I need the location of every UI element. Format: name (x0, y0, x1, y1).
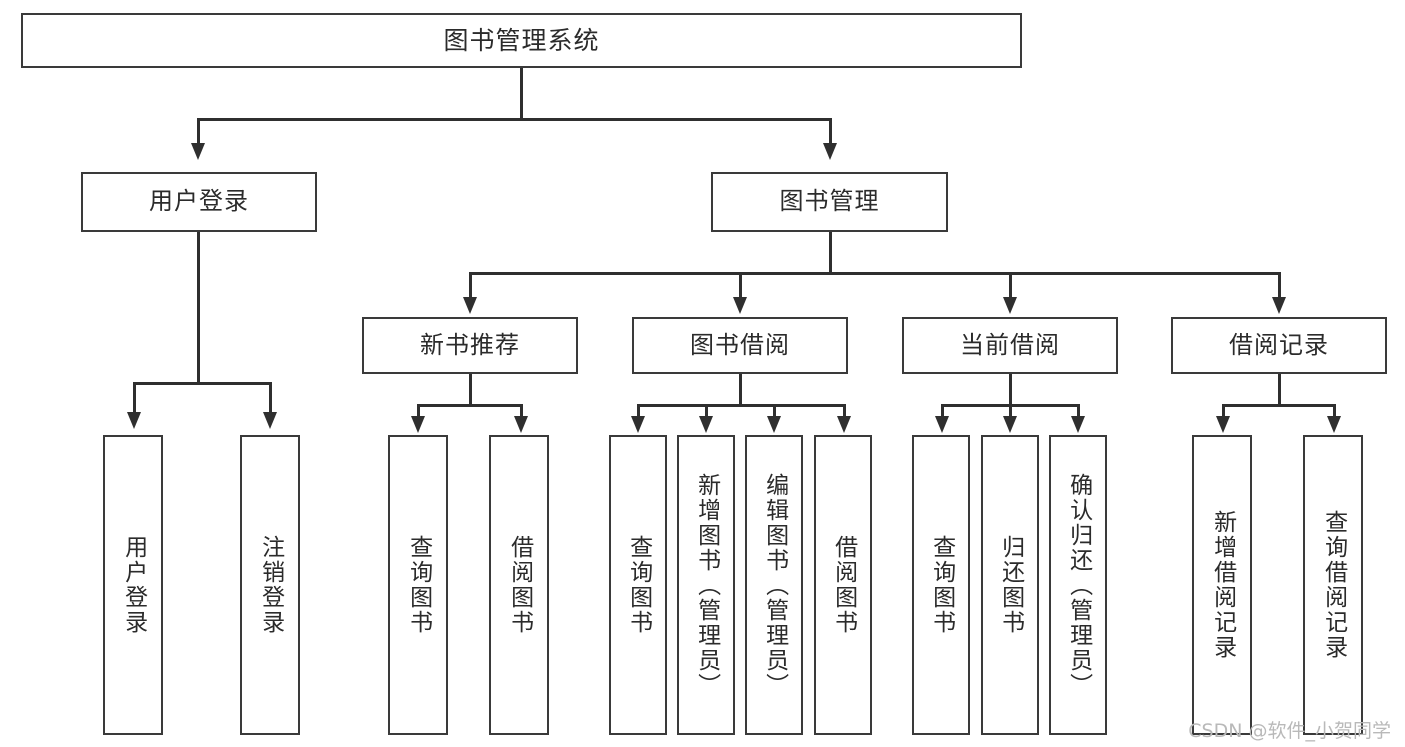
leaf-borrow-book-recommend[interactable]: 借阅图书 (489, 435, 549, 735)
arrow-current-to-leaf-2 (1003, 416, 1017, 433)
connector-recommend-to-leaf-1 (417, 404, 420, 418)
leaf-add-book-admin[interactable]: 新增图书（管理员） (677, 435, 735, 735)
arrow-recommend-to-leaf-2 (514, 416, 528, 433)
connector-recommend-stem (469, 374, 472, 406)
arrow-root-to-bookmgmt (823, 143, 837, 160)
arrow-record-to-leaf-1 (1216, 416, 1230, 433)
watermark-text: CSDN @软件_小贺同学 (1188, 720, 1391, 742)
node-label: 借阅图书 (506, 535, 533, 635)
arrow-login-to-leaf-2 (263, 412, 277, 429)
connector-bookmgmt-to-l3-3 (1009, 272, 1012, 299)
connector-recommend-bus (417, 404, 522, 407)
connector-record-to-leaf-1 (1222, 404, 1225, 418)
leaf-query-book-borrow[interactable]: 查询图书 (609, 435, 667, 735)
node-label: 新书推荐 (420, 330, 520, 359)
arrow-current-to-leaf-1 (935, 416, 949, 433)
connector-current-to-leaf-2 (1009, 404, 1012, 418)
arrow-borrow-to-leaf-1 (631, 416, 645, 433)
connector-root-bus (197, 118, 832, 121)
node-book-borrow[interactable]: 图书借阅 (632, 317, 848, 374)
arrow-current-to-leaf-3 (1071, 416, 1085, 433)
arrow-login-to-leaf-1 (127, 412, 141, 429)
leaf-query-book-recommend[interactable]: 查询图书 (388, 435, 448, 735)
node-borrow-record[interactable]: 借阅记录 (1171, 317, 1387, 374)
connector-bookmgmt-bus (469, 272, 1280, 275)
connector-borrow-to-leaf-2 (705, 404, 708, 418)
node-label: 当前借阅 (960, 330, 1060, 359)
leaf-edit-book-admin[interactable]: 编辑图书（管理员） (745, 435, 803, 735)
connector-bookmgmt-to-l3-2 (739, 272, 742, 299)
node-root-system[interactable]: 图书管理系统 (21, 13, 1022, 68)
connector-login-to-leaf-2 (269, 382, 272, 414)
node-label: 确认归还（管理员） (1065, 472, 1092, 698)
connector-bookmgmt-stem (829, 232, 832, 274)
node-label: 图书借阅 (690, 330, 790, 359)
leaf-borrow-book[interactable]: 借阅图书 (814, 435, 872, 735)
connector-login-to-leaf-1 (133, 382, 136, 414)
node-label: 图书管理系统 (443, 26, 600, 55)
leaf-add-borrow-record[interactable]: 新增借阅记录 (1192, 435, 1252, 735)
arrow-borrow-to-leaf-4 (837, 416, 851, 433)
node-label: 注销登录 (257, 535, 284, 635)
leaf-return-book[interactable]: 归还图书 (981, 435, 1039, 735)
node-book-management[interactable]: 图书管理 (711, 172, 948, 232)
leaf-confirm-return-admin[interactable]: 确认归还（管理员） (1049, 435, 1107, 735)
connector-borrow-to-leaf-4 (843, 404, 846, 418)
node-user-login[interactable]: 用户登录 (81, 172, 317, 232)
leaf-query-borrow-record[interactable]: 查询借阅记录 (1303, 435, 1363, 735)
node-label: 新增图书（管理员） (693, 472, 720, 698)
node-label: 新增借阅记录 (1209, 510, 1236, 660)
connector-bookmgmt-to-l3-1 (469, 272, 472, 299)
node-new-book-recommend[interactable]: 新书推荐 (362, 317, 578, 374)
connector-borrow-bus (637, 404, 845, 407)
node-label: 编辑图书（管理员） (761, 472, 788, 698)
arrow-borrow-to-leaf-2 (699, 416, 713, 433)
arrow-root-to-login (191, 143, 205, 160)
node-label: 查询图书 (928, 535, 955, 635)
node-label: 用户登录 (149, 187, 249, 216)
connector-borrow-stem (739, 374, 742, 406)
connector-borrow-to-leaf-1 (637, 404, 640, 418)
node-label: 借阅图书 (830, 535, 857, 635)
node-current-borrow[interactable]: 当前借阅 (902, 317, 1118, 374)
connector-record-bus (1222, 404, 1335, 407)
connector-login-stem (197, 232, 200, 384)
arrow-recommend-to-leaf-1 (411, 416, 425, 433)
connector-root-stem (520, 68, 523, 120)
connector-login-bus (133, 382, 271, 385)
arrow-bookmgmt-to-l3-2 (733, 297, 747, 314)
node-label: 归还图书 (997, 535, 1024, 635)
arrow-record-to-leaf-2 (1327, 416, 1341, 433)
arrow-borrow-to-leaf-3 (767, 416, 781, 433)
node-label: 查询图书 (625, 535, 652, 635)
connector-root-to-bookmgmt (829, 118, 832, 145)
connector-borrow-to-leaf-3 (773, 404, 776, 418)
arrow-bookmgmt-to-l3-1 (463, 297, 477, 314)
node-label: 用户登录 (120, 535, 147, 635)
leaf-logout[interactable]: 注销登录 (240, 435, 300, 735)
node-label: 借阅记录 (1229, 330, 1329, 359)
arrow-bookmgmt-to-l3-4 (1272, 297, 1286, 314)
node-label: 图书管理 (779, 187, 880, 216)
leaf-query-book-current[interactable]: 查询图书 (912, 435, 970, 735)
connector-current-stem (1009, 374, 1012, 406)
connector-root-to-login (197, 118, 200, 145)
connector-recommend-to-leaf-2 (520, 404, 523, 418)
leaf-user-login[interactable]: 用户登录 (103, 435, 163, 735)
connector-record-stem (1278, 374, 1281, 406)
node-label: 查询图书 (405, 535, 432, 635)
arrow-bookmgmt-to-l3-3 (1003, 297, 1017, 314)
connector-current-to-leaf-3 (1077, 404, 1080, 418)
connector-bookmgmt-to-l3-4 (1278, 272, 1281, 299)
node-label: 查询借阅记录 (1320, 510, 1347, 660)
connector-current-to-leaf-1 (941, 404, 944, 418)
connector-record-to-leaf-2 (1333, 404, 1336, 418)
